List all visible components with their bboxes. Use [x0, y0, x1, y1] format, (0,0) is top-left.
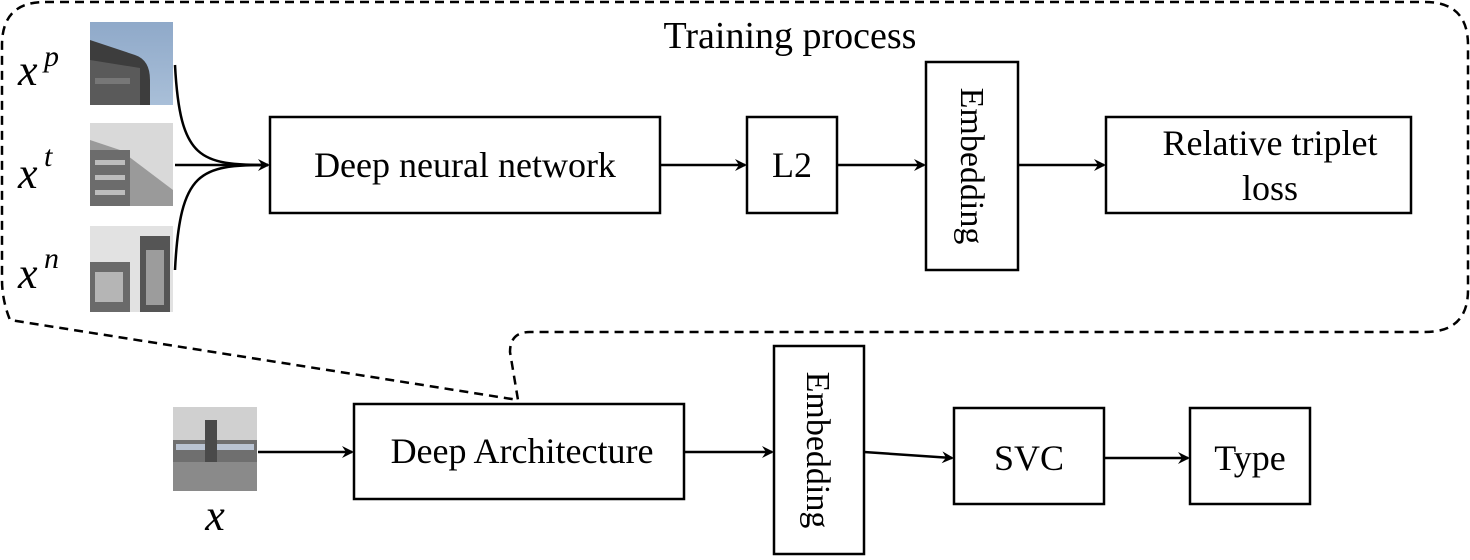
input-label-negative: x n: [17, 242, 59, 298]
svg-text:t: t: [44, 140, 53, 173]
input-image-positive: [90, 22, 173, 105]
svg-text:x: x: [17, 249, 38, 298]
training-region-outline: [0, 0, 1470, 402]
deep-architecture-box: [352, 402, 686, 501]
svc-box: [952, 406, 1106, 506]
svg-text:x: x: [17, 46, 38, 95]
training-embedding-box: [924, 60, 1020, 272]
deep-neural-network-label: Deep neural network: [314, 145, 616, 185]
training-embedding-label: Embedding: [953, 88, 990, 245]
inference-embedding-box: [772, 344, 866, 556]
input-label-positive: x p: [17, 40, 59, 95]
input-image-negative: [90, 226, 173, 312]
relative-triplet-loss-box: [1104, 115, 1413, 215]
l2-label: L2: [772, 145, 812, 185]
query-input-label: x: [204, 491, 225, 540]
svg-text:n: n: [44, 242, 59, 275]
svc-label: SVC: [994, 438, 1064, 478]
deep-architecture-label: Deep Architecture: [391, 431, 654, 471]
triplet-merge-bottom: [173, 163, 269, 271]
input-label-anchor: x t: [17, 140, 53, 198]
type-box: [1188, 406, 1312, 506]
svg-text:p: p: [42, 40, 59, 73]
loss-label-line2: loss: [1242, 168, 1298, 208]
input-image-anchor: [90, 123, 173, 206]
training-process-title: Training process: [664, 15, 917, 57]
type-label: Type: [1214, 438, 1285, 478]
arrow-embedding-to-svc: [863, 450, 954, 464]
loss-label-line1: Relative triplet: [1163, 123, 1378, 163]
svg-text:x: x: [17, 149, 38, 198]
l2-box: [745, 115, 839, 215]
query-image: [173, 407, 257, 491]
inference-embedding-label: Embedding: [799, 372, 836, 529]
triplet-merge-top: [173, 64, 269, 167]
